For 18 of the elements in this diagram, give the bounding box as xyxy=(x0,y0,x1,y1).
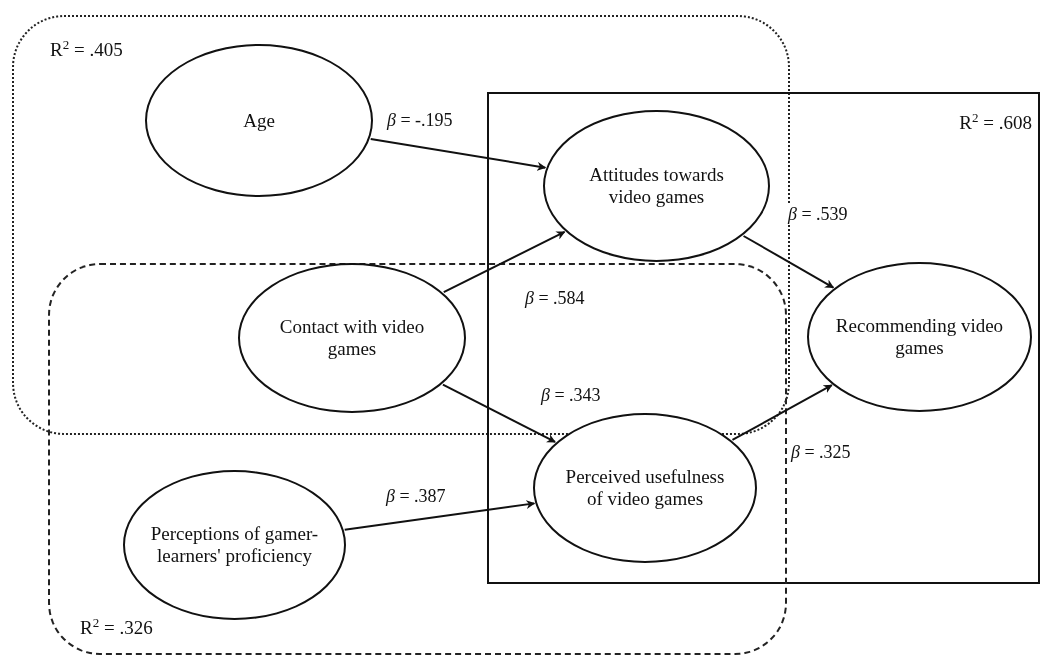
edge-label: β = .343 xyxy=(539,385,603,406)
edge-label: β = .539 xyxy=(786,204,850,225)
node-label: Perceived usefulness of video games xyxy=(564,466,726,510)
node-label: Perceptions of gamer-learners' proficiency xyxy=(149,523,320,567)
edge-label: β = -.195 xyxy=(385,110,455,131)
node-label: Age xyxy=(243,109,275,132)
arrow xyxy=(343,500,536,531)
arrow xyxy=(441,383,557,443)
arrow xyxy=(369,137,547,171)
node-label: Contact with video games xyxy=(278,316,426,360)
edge-label: β = .325 xyxy=(789,442,853,463)
node-label: Attitudes towards video games xyxy=(588,164,725,208)
arrow xyxy=(442,230,566,294)
node-label: Recommending video games xyxy=(834,315,1005,359)
arrow xyxy=(742,235,835,289)
arrow xyxy=(731,384,833,441)
edge-label: β = .584 xyxy=(523,288,587,309)
edge-label: β = .387 xyxy=(384,486,448,507)
